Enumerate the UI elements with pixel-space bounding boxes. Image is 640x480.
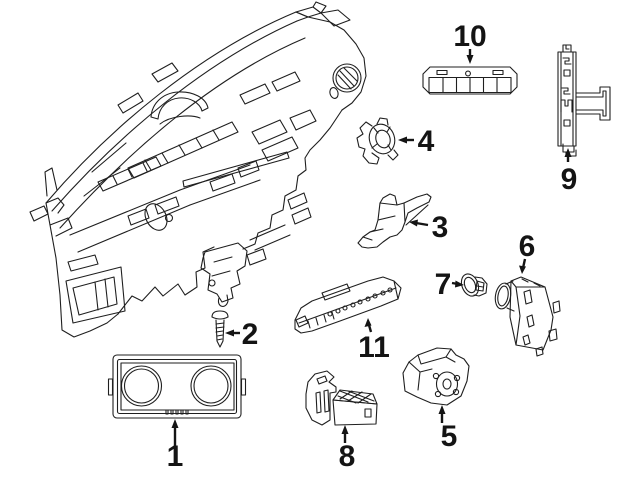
part-round-sensor[interactable]: [356, 117, 399, 165]
callout-10[interactable]: 10: [453, 20, 487, 64]
callout-5-label[interactable]: 5: [441, 420, 458, 453]
part-actuator[interactable]: [402, 347, 470, 406]
callout-8[interactable]: 8: [339, 425, 356, 473]
part-control-module[interactable]: [493, 276, 561, 357]
callout-9[interactable]: 9: [561, 148, 578, 196]
callout-7-label[interactable]: 7: [435, 268, 452, 301]
callout-2-label[interactable]: 2: [242, 318, 259, 351]
callout-11[interactable]: 11: [358, 318, 390, 364]
callout-11-label[interactable]: 11: [358, 331, 390, 364]
part-screw[interactable]: [211, 310, 229, 348]
callout-6-label[interactable]: 6: [519, 230, 536, 263]
callout-1-label[interactable]: 1: [167, 440, 184, 473]
callout-3-label[interactable]: 3: [432, 211, 449, 244]
part-light-bar[interactable]: [294, 276, 402, 334]
part-instrument-cluster[interactable]: [107, 354, 247, 419]
callout-6[interactable]: 6: [519, 230, 536, 274]
callout-3[interactable]: 3: [409, 211, 448, 244]
dashboard-assembly-art: [29, 1, 367, 338]
part-clip-fastener[interactable]: [458, 271, 488, 298]
part-switch-panel[interactable]: [422, 66, 518, 95]
callout-5[interactable]: 5: [438, 405, 458, 453]
part-bracket-module[interactable]: [305, 370, 378, 426]
callout-7[interactable]: 7: [435, 268, 464, 301]
callout-9-label[interactable]: 9: [561, 163, 578, 196]
callout-2[interactable]: 2: [225, 318, 258, 351]
part-mounting-bracket[interactable]: [557, 44, 611, 157]
callout-10-label[interactable]: 10: [453, 20, 486, 53]
callout-8-label[interactable]: 8: [339, 440, 356, 473]
callout-4[interactable]: 4: [398, 125, 435, 158]
callout-1[interactable]: 1: [167, 419, 184, 473]
callout-4-label[interactable]: 4: [418, 125, 435, 158]
part-winged-bracket[interactable]: [357, 193, 432, 249]
